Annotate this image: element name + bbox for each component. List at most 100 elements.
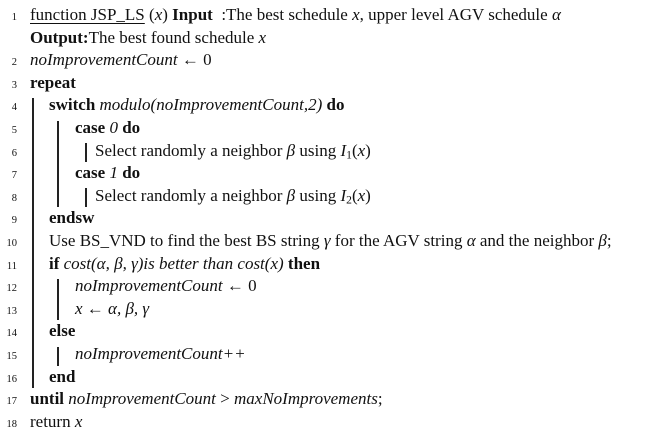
indent-guide-repeat (32, 98, 34, 388)
code-text: case 0 do (17, 117, 140, 140)
code-segment: ( (144, 5, 155, 24)
code-segment: Output: (30, 27, 89, 47)
code-segment: ; (606, 230, 612, 250)
code-segment: x (352, 5, 360, 24)
code-segment: noImprovementCount (75, 276, 223, 296)
code-segment: and the neighbor (475, 230, 599, 250)
code-segment: ) (365, 140, 371, 160)
code-segment: x (357, 185, 366, 205)
code-segment: using (295, 140, 341, 160)
code-text: repeat (17, 72, 76, 95)
code-segment: ( (351, 140, 358, 160)
code-segment: switch (49, 95, 100, 115)
code-segment: end (49, 366, 76, 386)
line-number: 12 (6, 283, 18, 295)
code-segment: α (551, 5, 561, 24)
line-number: 1 (11, 12, 17, 23)
code-segment: ← (82, 298, 109, 318)
code-segment: endsw (49, 208, 95, 228)
code-line: 12 noImprovementCount ← 0 (0, 275, 650, 298)
line-number: 6 (11, 147, 17, 159)
code-segment: α (466, 230, 476, 250)
code-segment: The best found schedule (88, 27, 259, 47)
code-segment: until (30, 389, 69, 409)
code-segment: The best schedule (226, 5, 353, 24)
code-text: noImprovementCount ← 0 (17, 49, 212, 72)
code-segment: do (122, 117, 141, 137)
code-segment: cost(α, β, γ)is better than cost(x) (63, 253, 284, 273)
code-segment: x (75, 298, 83, 318)
code-text: endsw (17, 207, 94, 230)
line-number: 17 (6, 396, 18, 408)
code-segment: 2 (346, 193, 352, 207)
code-segment: noImprovementCount (68, 389, 216, 409)
code-segment: function JSP_LS (30, 5, 145, 24)
code-segment: β (286, 140, 296, 160)
code-segment: return (30, 411, 75, 431)
line-number: 13 (6, 305, 18, 317)
code-segment: ( (351, 185, 358, 205)
code-segment: for the AGV string (330, 230, 467, 250)
line-number: 3 (11, 79, 17, 91)
line-number: 7 (11, 170, 17, 182)
code-segment: noImprovementCount (30, 50, 178, 70)
code-text: Output:The best found schedule x (17, 27, 266, 50)
code-segment: Use BS_VND to find the best BS string (49, 230, 324, 250)
code-segment: γ (323, 230, 331, 250)
code-segment: case (75, 117, 110, 137)
code-segment: β (286, 185, 296, 205)
indent-guide-if (57, 279, 59, 320)
code-text: function JSP_LS (x) Input :The best sche… (17, 4, 561, 27)
code-segment: ← 0 (177, 50, 212, 70)
code-segment: ← 0 (222, 276, 257, 296)
indent-guide-switch (57, 121, 59, 207)
code-segment: do (122, 163, 141, 183)
code-line: 6 Select randomly a neighbor β using I1(x… (0, 140, 650, 163)
line-number: 10 (6, 237, 18, 249)
code-segment: Select randomly a neighbor (95, 140, 287, 160)
code-segment: repeat (30, 72, 76, 92)
line-number: 8 (11, 192, 17, 204)
code-segment: , upper level AGV schedule (359, 5, 552, 24)
code-segment: then (287, 253, 321, 273)
code-segment: noImprovementCount++ (75, 343, 246, 363)
code-segment: using (295, 185, 341, 205)
code-line: 16 end (0, 366, 650, 389)
code-text: return x (17, 411, 82, 434)
code-text: else (17, 320, 75, 343)
code-segment: 1 (346, 147, 352, 161)
code-line: Output:The best found schedule x (0, 27, 650, 50)
code-segment: α, β, γ (108, 298, 150, 318)
line-number: 2 (11, 57, 17, 69)
code-segment: ) (365, 185, 371, 205)
code-text: case 1 do (17, 162, 140, 185)
code-text: Select randomly a neighbor β using I1(x) (17, 140, 371, 167)
code-segment: x (357, 140, 366, 160)
code-line: 4 switch modulo(noImprovementCount,2) do (0, 94, 650, 117)
code-segment: do (326, 95, 345, 115)
code-segment: ) (162, 5, 173, 24)
line-number: 4 (11, 102, 17, 114)
line-number: 16 (6, 373, 18, 385)
line-number: 14 (6, 328, 18, 340)
code-segment: ; (377, 389, 383, 409)
code-segment: modulo(noImprovementCount,2) (99, 95, 323, 115)
code-segment: if (49, 253, 64, 273)
code-segment: I (340, 140, 347, 160)
code-segment: Select randomly a neighbor (95, 185, 287, 205)
code-segment: β (598, 230, 607, 250)
code-segment: : (212, 5, 227, 24)
code-segment: x (258, 27, 267, 47)
